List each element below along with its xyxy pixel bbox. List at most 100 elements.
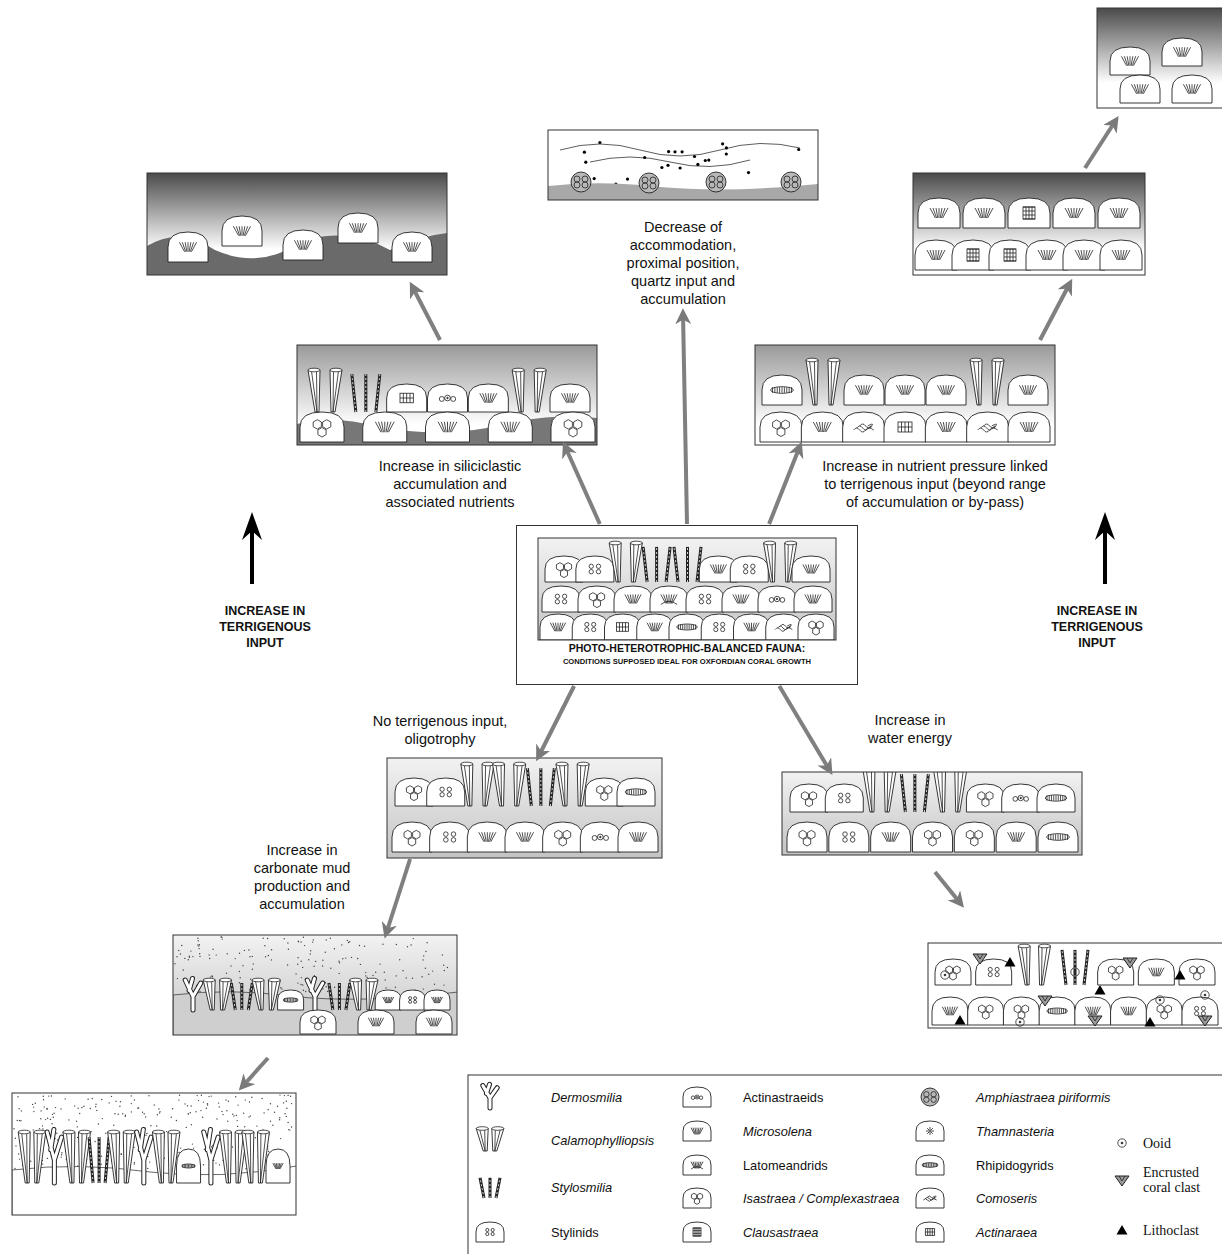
mud-stipple xyxy=(349,941,350,942)
amphiastraea xyxy=(706,172,726,192)
coral-texture xyxy=(908,385,913,395)
coral-colony xyxy=(701,614,737,640)
mud-stipple xyxy=(190,950,191,951)
coral-texture xyxy=(814,564,819,573)
coral-colony xyxy=(792,556,830,582)
mud-stipple xyxy=(95,1104,96,1105)
coral-texture xyxy=(562,600,566,604)
coral-texture xyxy=(1053,834,1054,840)
coral-texture xyxy=(925,1232,934,1233)
mud-stipple xyxy=(77,1126,78,1127)
coral-texture xyxy=(784,176,790,182)
scenario-panel: Increase in siliciclastic accumulation a… xyxy=(297,345,597,445)
mud-stipple xyxy=(19,1158,20,1159)
coral-texture xyxy=(495,1130,501,1152)
mud-stipple xyxy=(45,1119,46,1120)
stylosmilia xyxy=(346,983,350,1010)
quartz-grain xyxy=(707,159,710,162)
mud-stipple xyxy=(48,1095,49,1096)
mud-stipple xyxy=(263,938,264,939)
coral-texture xyxy=(771,387,794,394)
coral-texture xyxy=(376,1018,377,1027)
coral-colony xyxy=(925,412,967,442)
coral-texture xyxy=(1013,832,1015,842)
mud-stipple xyxy=(17,1096,18,1097)
calamophylliopsis xyxy=(63,1132,75,1183)
coral-texture xyxy=(1143,84,1148,94)
coral-colony xyxy=(1075,997,1111,1025)
coral-texture xyxy=(1126,1007,1128,1016)
coral-texture xyxy=(369,981,375,1010)
quartz-grain xyxy=(681,150,684,153)
coral-texture xyxy=(1133,56,1138,66)
coral-texture xyxy=(714,628,718,632)
mud-stipple xyxy=(208,1096,209,1097)
mud-stipple xyxy=(304,945,305,946)
quartz-grain xyxy=(725,146,728,149)
mud-stipple xyxy=(149,1161,150,1162)
coral-texture xyxy=(444,838,449,843)
coral-colony xyxy=(966,784,1004,812)
coral-texture xyxy=(1048,1008,1049,1013)
coral-texture xyxy=(589,570,593,574)
coral-clast xyxy=(1088,1016,1102,1026)
mud-stipple xyxy=(298,941,299,942)
coral-texture xyxy=(437,1018,442,1027)
mud-stipple xyxy=(301,961,302,962)
mud-stipple xyxy=(222,938,223,939)
panel-caption: Increase in nutrient pressure linked to … xyxy=(819,457,1051,511)
coral-texture xyxy=(697,1228,698,1236)
coral-texture xyxy=(1195,84,1200,94)
coral-texture xyxy=(126,1133,132,1183)
coral-texture xyxy=(924,1097,929,1102)
coral-texture xyxy=(1047,1008,1068,1014)
coral-texture xyxy=(924,1092,929,1097)
mud-stipple xyxy=(291,1126,292,1127)
coral-texture xyxy=(696,1096,697,1097)
mud-stipple xyxy=(263,1112,264,1113)
coral-colony xyxy=(363,412,407,442)
coral-texture xyxy=(160,1133,162,1183)
coral-texture xyxy=(777,428,785,437)
coral-colony xyxy=(913,822,953,852)
mud-stipple xyxy=(399,959,400,960)
coral-texture xyxy=(245,1133,251,1183)
coral-texture xyxy=(925,1229,934,1236)
mud-stipple xyxy=(413,938,414,939)
current-line xyxy=(590,157,750,167)
mud-stipple xyxy=(55,1107,56,1108)
coral-texture xyxy=(358,981,360,1010)
coral-texture xyxy=(931,1163,932,1167)
coral-texture xyxy=(275,1163,277,1169)
calamophylliopsis xyxy=(955,772,967,812)
mud-stipple xyxy=(364,946,365,947)
coral-texture xyxy=(1004,249,1016,261)
panel-frame xyxy=(12,1093,296,1215)
coral-texture xyxy=(636,594,641,603)
calamophylliopsis xyxy=(242,1132,254,1183)
panel-ground xyxy=(147,173,447,275)
mud-stipple xyxy=(81,1107,82,1108)
coral-texture xyxy=(943,208,948,218)
coral-texture xyxy=(678,624,679,629)
panel-frame xyxy=(297,345,597,445)
mud-stipple xyxy=(270,1121,271,1122)
calamophylliopsis xyxy=(1018,946,1030,985)
coral-texture xyxy=(1078,208,1083,218)
coral-texture xyxy=(517,765,523,806)
coral-texture xyxy=(1050,834,1051,840)
stylosmilia xyxy=(1062,950,1066,985)
coral-texture xyxy=(239,226,241,236)
mud-stipple xyxy=(199,956,200,957)
coral-colony xyxy=(338,213,378,243)
mud-stipple xyxy=(326,986,327,987)
coral-texture xyxy=(1051,250,1056,260)
mud-stipple xyxy=(382,944,383,945)
coral-texture xyxy=(691,1167,703,1169)
coral-texture xyxy=(487,832,488,842)
coral-texture xyxy=(786,387,787,393)
coral-texture xyxy=(988,967,992,971)
coral-colony xyxy=(829,822,869,852)
mud-stipple xyxy=(51,1123,52,1124)
mud-stipple xyxy=(286,1116,287,1117)
